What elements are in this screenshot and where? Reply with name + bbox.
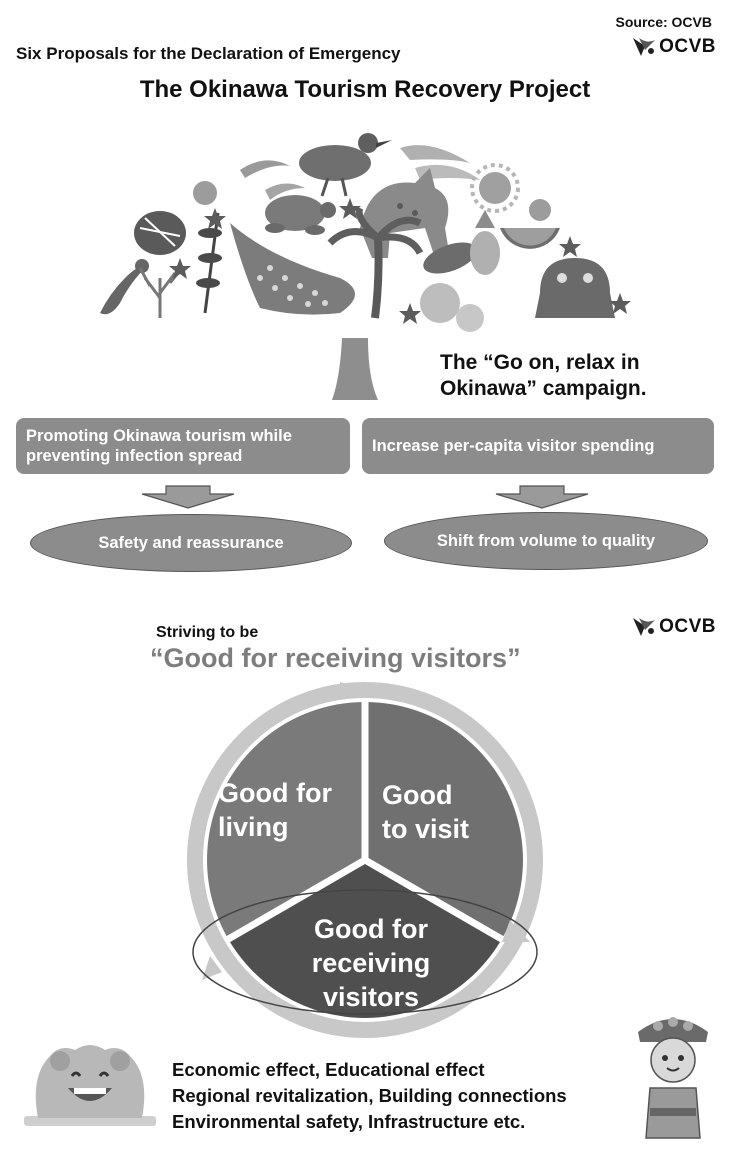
- campaign-text: The “Go on, relax in Okinawa” campaign.: [440, 350, 700, 402]
- cycle-arrow-icon: [340, 682, 365, 700]
- effects-line-2: Regional revitalization, Building connec…: [172, 1085, 567, 1106]
- source-label: Source: OCVB: [615, 14, 712, 30]
- effects-list: Economic effect, Educational effect Regi…: [172, 1057, 567, 1135]
- striving-label: Striving to be: [156, 624, 259, 641]
- okinawa-illustration: [100, 133, 631, 400]
- segment-receiving-label: Good for receiving visitors: [286, 912, 456, 1014]
- segment-visit-line-1: Good: [382, 780, 453, 810]
- ocvb-logo-text: OCVB: [659, 616, 716, 637]
- ocvb-logo-icon: [633, 38, 656, 56]
- flower-icon: [529, 199, 551, 221]
- shisa-icon: [535, 258, 615, 318]
- ocvb-logo: OCVB: [631, 36, 716, 58]
- segment-living-line-2: living: [218, 812, 289, 842]
- vegetable-icon: [423, 242, 477, 274]
- cat-icon: [360, 168, 450, 258]
- segment-visit-label: Good to visit: [382, 778, 469, 846]
- segment-living-line-1: Good for: [218, 778, 332, 808]
- turtle-icon: [265, 195, 336, 235]
- proposal-box-right-label: Increase per-capita visitor spending: [372, 437, 655, 455]
- highlight-ellipse: [192, 889, 538, 1015]
- palm-tree-icon: [327, 206, 424, 319]
- sun-icon: [470, 163, 520, 213]
- pineapple-icon: [470, 210, 500, 275]
- ocvb-logo-icon: [633, 618, 656, 636]
- okinawan-girl-icon: [638, 1017, 708, 1139]
- bird-icon: [299, 133, 392, 197]
- whale-shark-icon: [230, 223, 355, 315]
- shisa-mascot-icon: [24, 1045, 156, 1126]
- segment-divider: [363, 856, 507, 945]
- cycle-arrow-icon: [202, 956, 222, 980]
- page-title: The Okinawa Tourism Recovery Project: [139, 76, 591, 103]
- quality-ellipse-label: Shift from volume to quality: [436, 531, 656, 550]
- quality-ellipse: Shift from volume to quality: [384, 512, 708, 570]
- segment-receiving: [228, 860, 502, 1018]
- coral-icon: [138, 267, 184, 318]
- proposal-box-left-line-1: Promoting Okinawa tourism while: [26, 427, 292, 445]
- proposal-box-left: Promoting Okinawa tourism while preventi…: [16, 418, 350, 474]
- ocvb-logo-text: OCVB: [659, 36, 716, 57]
- ocvb-logo: OCVB: [631, 616, 716, 638]
- segment-receiving-line-1: Good for: [314, 914, 428, 944]
- segment-visit-line-2: to visit: [382, 814, 470, 844]
- wave-icon: [265, 183, 305, 200]
- segment-receiving-line-3: visitors: [322, 982, 420, 1012]
- cycle-diagram: [187, 682, 543, 1038]
- goal-quote: “Good for receiving visitors”: [150, 643, 521, 673]
- safety-ellipse: Safety and reassurance: [30, 514, 352, 572]
- cycle-arrow-icon: [502, 920, 530, 942]
- segment-divider: [223, 856, 367, 945]
- flower-icon: [193, 181, 217, 205]
- segment-receiving-line-2: receiving: [311, 948, 431, 978]
- wave-icon: [240, 160, 290, 178]
- campaign-line-1: The “Go on, relax in: [440, 351, 640, 374]
- page-subtitle: Six Proposals for the Declaration of Eme…: [16, 44, 401, 63]
- safety-ellipse-label: Safety and reassurance: [98, 533, 284, 552]
- down-arrow-icon: [495, 485, 589, 509]
- star-icon: [169, 198, 631, 324]
- proposal-box-right: Increase per-capita visitor spending: [362, 418, 714, 474]
- hibiscus-icon: [456, 304, 484, 332]
- wave-icon: [400, 145, 470, 163]
- watermelon-icon: [500, 228, 560, 249]
- gecko-icon: [100, 259, 149, 315]
- plant-icon: [196, 212, 222, 314]
- segment-living-label: Good for living: [218, 776, 332, 844]
- campaign-line-2: Okinawa” campaign.: [440, 377, 647, 400]
- effects-line-1: Economic effect, Educational effect: [172, 1059, 485, 1080]
- leaf-icon: [134, 211, 186, 255]
- effects-line-3: Environmental safety, Infrastructure etc…: [172, 1111, 526, 1132]
- hibiscus-icon: [420, 283, 460, 323]
- proposal-box-left-line-2: preventing infection spread: [26, 447, 243, 465]
- tree-trunk-icon: [332, 338, 378, 400]
- down-arrow-icon: [141, 485, 235, 509]
